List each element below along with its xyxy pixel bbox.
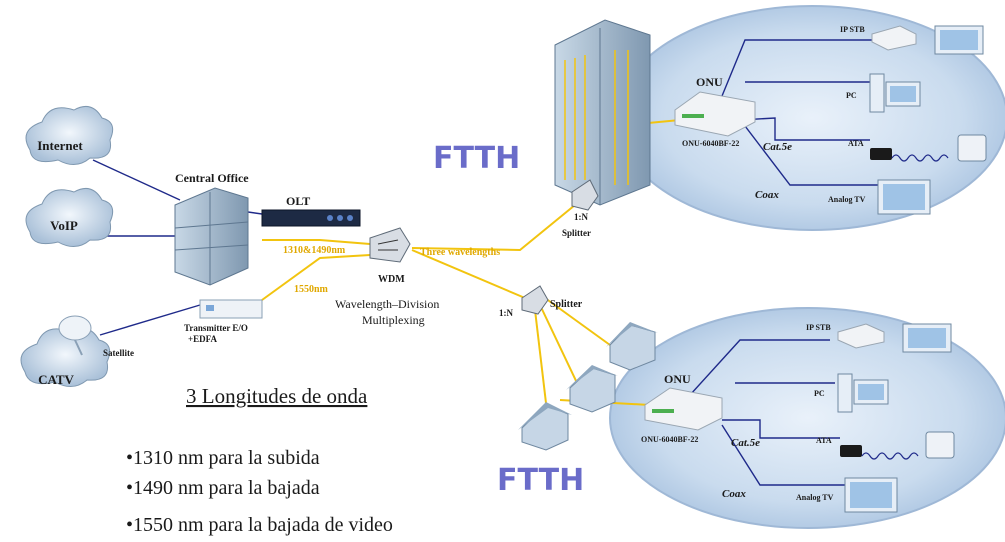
wdm-icon [369,227,411,263]
analog-tv-top-label: Analog TV [828,195,866,204]
pc-top-label: PC [846,91,857,100]
tv-top-icon [934,25,984,55]
transmitter-label-2: +EDFA [188,334,217,344]
wdm-desc-1: Wavelength–Division [335,297,439,311]
cloud-catv-label: CATV [38,372,74,387]
house-icon-3 [518,402,572,451]
phone-cord-top [891,154,949,162]
ata-top-label: ATA [848,139,864,148]
cloud-internet: Internet [25,105,114,165]
notes-bullet-3: •1550 nm para la bajada de video [126,514,393,536]
cat5e-top-label: Cat.5e [763,141,792,153]
onu-bottom-label: ONU [664,372,691,386]
notes-heading: 3 Longitudes de onda [186,384,368,408]
analog-tv-bottom-label: Analog TV [796,493,834,502]
splitter-bottom-ratio: 1:N [499,308,513,318]
coax-bottom-label: Coax [722,488,746,500]
splitter-top-icon [571,179,599,211]
onu-bottom-model: ONU-6040BF-22 [641,435,698,444]
olt-device-icon [261,209,361,227]
tv-bottom-icon [902,323,952,353]
transmitter-device-icon [199,299,263,319]
ata-bottom-icon [840,445,862,457]
splitter-bottom-label: Splitter [550,299,583,310]
wdm-desc-2: Multiplexing [362,313,425,327]
ip-stb-bottom-label: IP STB [806,323,831,332]
onu-top-model: ONU-6040BF-22 [682,139,739,148]
house-icon-1 [606,322,658,371]
pc-bottom-label: PC [814,389,825,398]
splitter-top-ratio: 1:N [574,212,588,222]
analog-tv-bottom-icon [844,477,898,513]
olt-label: OLT [286,194,310,208]
notes-bullet-2: •1490 nm para la bajada [126,477,320,499]
phone-top-icon [957,134,987,162]
transmitter-label-1: Transmitter E/O [184,323,248,333]
ata-bottom-label: ATA [816,436,832,445]
apartment-building-icon [554,19,651,206]
ftth-label-bottom: FTTH [497,463,584,498]
pc-top-icon [869,73,921,113]
phone-cord-bottom [861,452,919,460]
onu-top-device-icon [674,91,756,137]
ip-stb-top-icon [871,25,917,51]
premises-bottom-area [609,307,1005,529]
onu-top-label: ONU [696,75,723,89]
splitter-bottom-icon [521,285,549,315]
cloud-voip-label: VoIP [50,218,78,233]
ata-top-icon [870,148,892,160]
wl-1550-label: 1550nm [294,284,329,295]
wdm-label: WDM [378,274,405,285]
ip-stb-bottom-icon [837,323,885,349]
pc-bottom-icon [837,373,889,413]
ip-stb-top-label: IP STB [840,25,865,34]
central-office-building-icon [174,187,249,286]
onu-bottom-device-icon [644,387,723,431]
splitter-top-label: Splitter [562,228,591,238]
copper-links [92,39,910,486]
ftth-label-top: FTTH [433,141,520,176]
wl-1310-1490-label: 1310&1490nm [283,245,346,256]
central-office-label: Central Office [175,171,249,185]
notes-bullet-1: •1310 nm para la subida [126,447,320,469]
satellite-dish-icon [58,315,92,356]
coax-top-label: Coax [755,189,779,201]
cloud-voip: VoIP [25,187,114,247]
cloud-internet-label: Internet [37,138,83,153]
analog-tv-top-icon [877,179,931,215]
house-icon-2 [566,365,618,413]
cloud-catv: CATV [20,327,111,387]
three-wavelengths-label: Three wavelengths [420,247,500,258]
cat5e-bottom-label: Cat.5e [731,437,760,449]
satellite-label: Satellite [103,348,134,358]
phone-bottom-icon [925,431,955,459]
